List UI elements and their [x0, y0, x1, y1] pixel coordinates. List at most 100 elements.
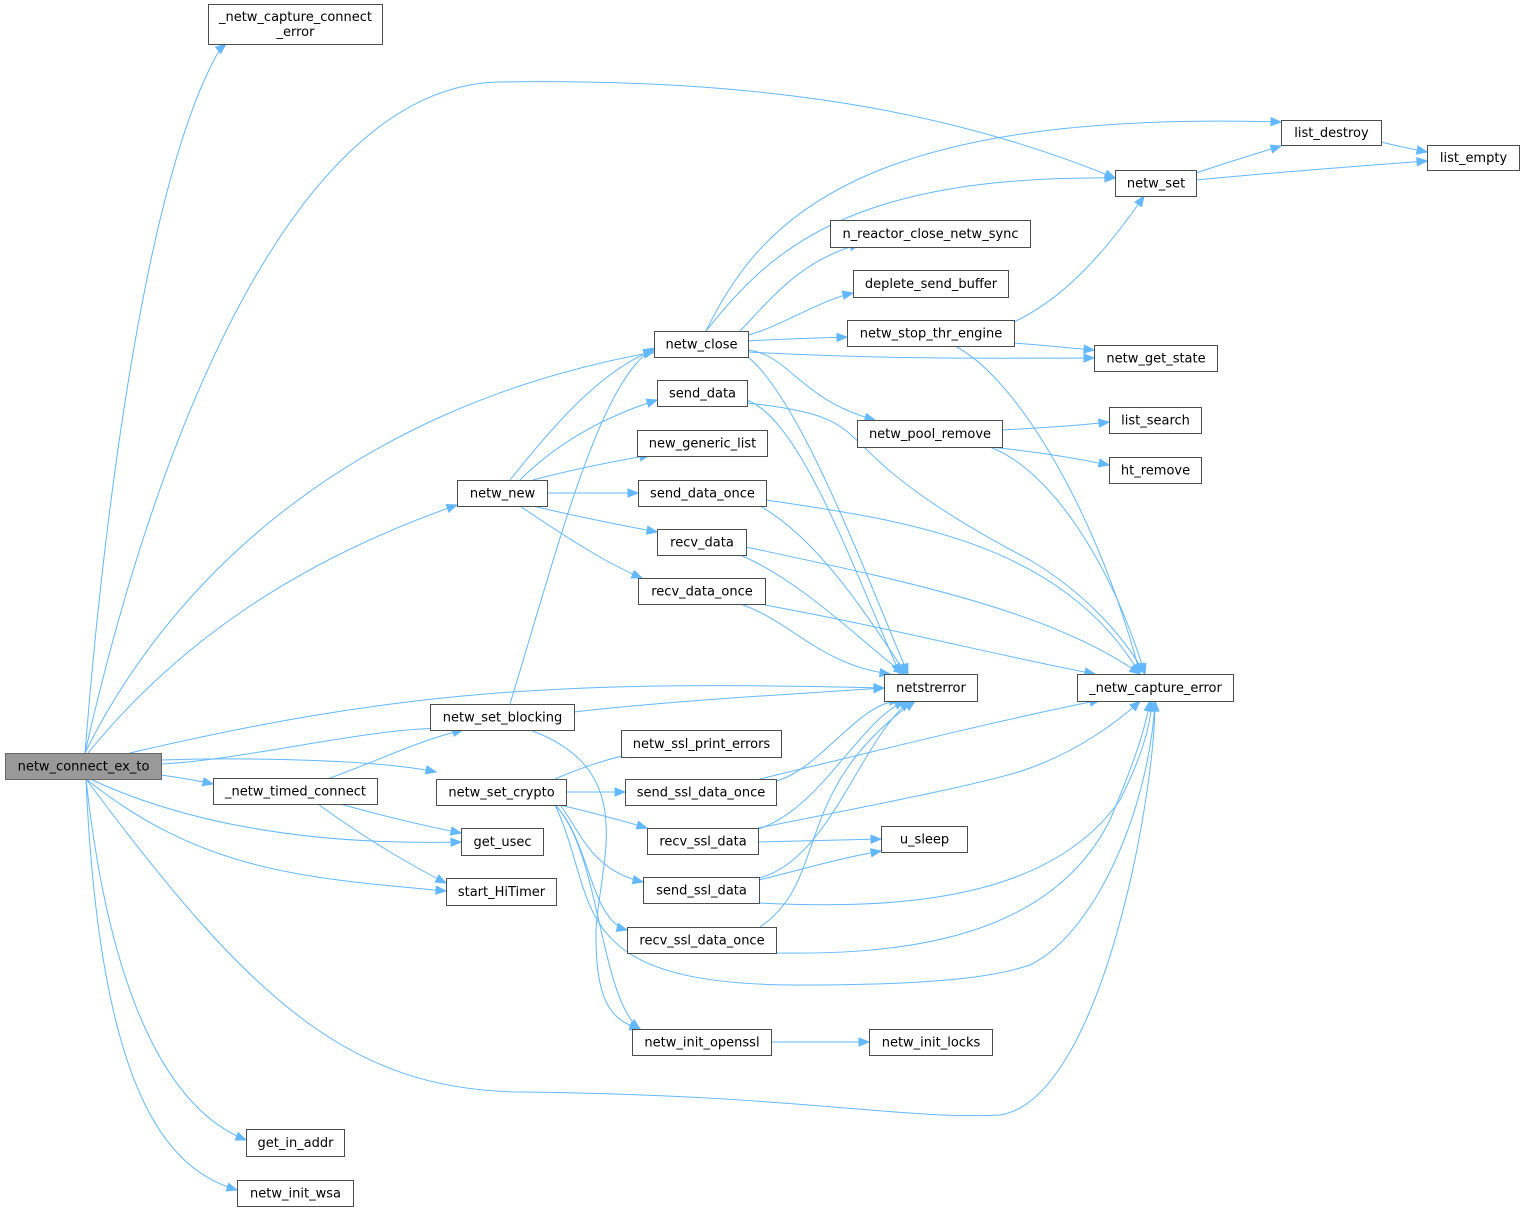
node-label-sht: start_HiTimer [458, 885, 546, 900]
node-box-nil [869, 1029, 993, 1056]
node-sdata[interactable]: send_data [657, 380, 748, 407]
arrowhead-rsd-to-ncap [1129, 700, 1141, 712]
node-nnew[interactable]: netw_new [457, 480, 548, 507]
node-box-sdata [657, 380, 748, 407]
node-box-gusec [461, 828, 544, 856]
node-lsearch[interactable]: list_search [1109, 407, 1202, 434]
edge-sdata-to-ncap [746, 402, 1146, 675]
call-graph-nodes: netw_connect_ex_to _netw_capture_connect_… [5, 4, 1520, 1207]
edge-rsdo-to-nstr [759, 700, 916, 928]
edge-rdo-to-ncap [764, 604, 1096, 675]
edge-nnew-to-rdata [532, 505, 658, 533]
node-nspe[interactable]: netw_ssl_print_errors [621, 730, 782, 758]
node-label-lsearch: list_search [1121, 414, 1190, 429]
node-nil[interactable]: netw_init_locks [869, 1029, 993, 1056]
node-niw[interactable]: netw_init_wsa [237, 1180, 354, 1207]
edge-rdata-to-nstr [739, 554, 905, 675]
node-ssd[interactable]: send_ssl_data [643, 877, 760, 904]
node-rdo[interactable]: recv_data_once [638, 578, 766, 605]
arrowhead-root-to-nnew [445, 503, 459, 513]
node-rsdo[interactable]: recv_ssl_data_once [627, 927, 777, 954]
arrowhead-nscr-to-nio [628, 1019, 642, 1030]
edge-root-to-nstr [129, 685, 885, 754]
node-nscr[interactable]: netw_set_crypto [436, 779, 567, 806]
node-gusec[interactable]: get_usec [461, 828, 544, 856]
node-box-nstr [884, 674, 978, 702]
node-label-lemp: list_empty [1440, 151, 1508, 166]
node-nset[interactable]: netw_set [1115, 170, 1197, 197]
arrowhead-rdata-to-ncap [1128, 664, 1142, 675]
node-lemp[interactable]: list_empty [1427, 145, 1520, 171]
arrowhead-root-to-ntc [201, 777, 215, 787]
arrowhead-ssd-to-usleep [869, 848, 883, 858]
edge-root-to-gusec [89, 778, 462, 843]
arrowhead-nio-to-nil [858, 1037, 871, 1047]
node-box-niw [237, 1180, 354, 1207]
node-label-ntc: _netw_timed_connect [224, 785, 366, 800]
node-box-ngl [637, 430, 768, 457]
node-rdata[interactable]: recv_data [657, 529, 747, 556]
node-label-nio: netw_init_openssl [644, 1036, 759, 1051]
node-nsb[interactable]: netw_set_blocking [430, 704, 575, 731]
edge-sdo-to-nstr [759, 505, 907, 675]
arrowhead-ntc-to-sht [434, 874, 448, 884]
node-label-nnew: netw_new [470, 487, 536, 502]
node-box-lsearch [1109, 407, 1202, 434]
edge-root-to-nnew [87, 504, 458, 754]
node-label-rdo: recv_data_once [651, 585, 753, 600]
node-sdo[interactable]: send_data_once [638, 480, 767, 507]
node-htr[interactable]: ht_remove [1109, 457, 1202, 484]
edge-rsd-to-usleep [757, 838, 882, 843]
node-ssdo[interactable]: send_ssl_data_once [625, 779, 777, 806]
node-label-gia: get_in_addr [257, 1136, 334, 1151]
edge-nnew-to-rdo [519, 505, 643, 579]
edge-nsb-to-nstr [573, 687, 885, 713]
node-nio[interactable]: netw_init_openssl [632, 1029, 772, 1056]
node-gia[interactable]: get_in_addr [246, 1129, 345, 1157]
edge-nclose-to-ldes [705, 120, 1282, 332]
edge-nclose-to-npr [747, 349, 876, 421]
node-box-nrcs [830, 220, 1031, 248]
arrowhead-nsb-to-nstr [873, 683, 886, 694]
node-dsb[interactable]: deplete_send_buffer [853, 270, 1009, 298]
edge-root-to-ncap [85, 700, 1156, 1117]
node-nrcs[interactable]: n_reactor_close_netw_sync [830, 220, 1031, 248]
edge-nscr-to-ncap [554, 700, 1156, 986]
node-box-rdata [657, 529, 747, 556]
node-ntc[interactable]: _netw_timed_connect [213, 778, 378, 805]
node-box-cce [208, 4, 383, 45]
edge-nset-to-ldes [1195, 145, 1282, 174]
arrowhead-root-to-gusec [450, 837, 463, 847]
edge-ntc-to-nsb [329, 729, 464, 779]
edge-nclose-to-nste [747, 336, 848, 342]
node-npr[interactable]: netw_pool_remove [857, 420, 1003, 448]
node-root[interactable]: netw_connect_ex_to [5, 753, 162, 780]
node-nste[interactable]: netw_stop_thr_engine [847, 320, 1015, 347]
node-sht[interactable]: start_HiTimer [446, 878, 557, 906]
node-rsd[interactable]: recv_ssl_data [647, 828, 759, 855]
node-label-rsdo: recv_ssl_data_once [639, 934, 764, 949]
node-cce[interactable]: _netw_capture_connect_error [208, 4, 383, 45]
arrowhead-root-to-nscr [424, 765, 438, 775]
edge-root-to-cce [84, 43, 227, 754]
node-ncap[interactable]: _netw_capture_error [1077, 674, 1234, 702]
node-ldes[interactable]: list_destroy [1281, 120, 1382, 146]
node-ngs[interactable]: netw_get_state [1094, 345, 1218, 372]
edge-rsd-to-nstr [757, 700, 906, 830]
node-box-nscr [436, 779, 567, 806]
node-label-nset: netw_set [1127, 177, 1185, 192]
arrowhead-nscr-to-rsd [635, 820, 649, 830]
edge-ntc-to-gusec [339, 803, 462, 834]
node-label-ssd: send_ssl_data [656, 884, 747, 899]
node-label-nscr: netw_set_crypto [448, 786, 554, 801]
edge-rdo-to-nstr [739, 603, 891, 675]
node-usleep[interactable]: u_sleep [881, 826, 968, 853]
node-ngl[interactable]: new_generic_list [637, 430, 768, 457]
node-nstr[interactable]: netstrerror [884, 674, 978, 702]
edge-nclose-to-nstr [747, 356, 909, 675]
node-box-usleep [881, 826, 968, 853]
arrowhead-nste-to-nset [1134, 194, 1145, 208]
arrowhead-root-to-sht [435, 885, 448, 895]
node-nclose[interactable]: netw_close [654, 331, 749, 358]
